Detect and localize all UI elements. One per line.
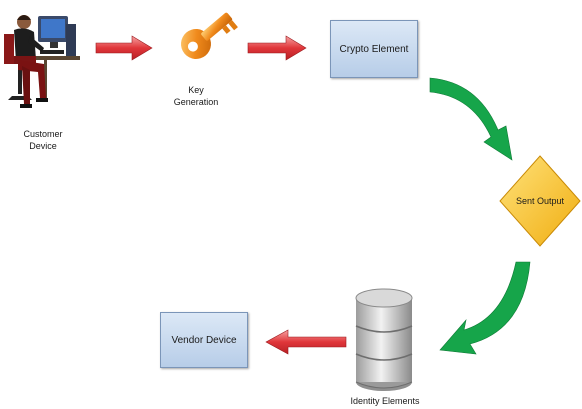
key-icon	[181, 12, 238, 59]
person-at-computer-icon	[4, 15, 80, 108]
customer-device-label: Customer Device	[10, 128, 76, 152]
identity-elements-label: Identity Elements	[350, 396, 420, 406]
red-arrow-identity-to-vendor	[265, 329, 347, 355]
key-generation-label: Key Generation	[163, 84, 229, 108]
green-arrow-crypto-to-sent	[429, 77, 513, 161]
sent-output-diamond	[499, 155, 581, 247]
key-label-line1: Key	[188, 85, 204, 95]
crypto-element-label: Crypto Element	[339, 43, 409, 55]
sent-output-label: Sent Output	[515, 196, 565, 206]
vendor-device-box: Vendor Device	[160, 312, 248, 368]
green-arrow-sent-to-identity	[439, 261, 531, 355]
database-icon	[355, 288, 413, 391]
red-arrow-customer-to-key	[95, 35, 153, 61]
vendor-device-label: Vendor Device	[171, 334, 237, 346]
crypto-element-box: Crypto Element	[330, 20, 418, 78]
customer-label-line2: Device	[29, 141, 57, 151]
customer-label-line1: Customer	[23, 129, 63, 139]
key-label-line2: Generation	[173, 97, 219, 107]
red-arrow-key-to-crypto	[247, 35, 307, 61]
